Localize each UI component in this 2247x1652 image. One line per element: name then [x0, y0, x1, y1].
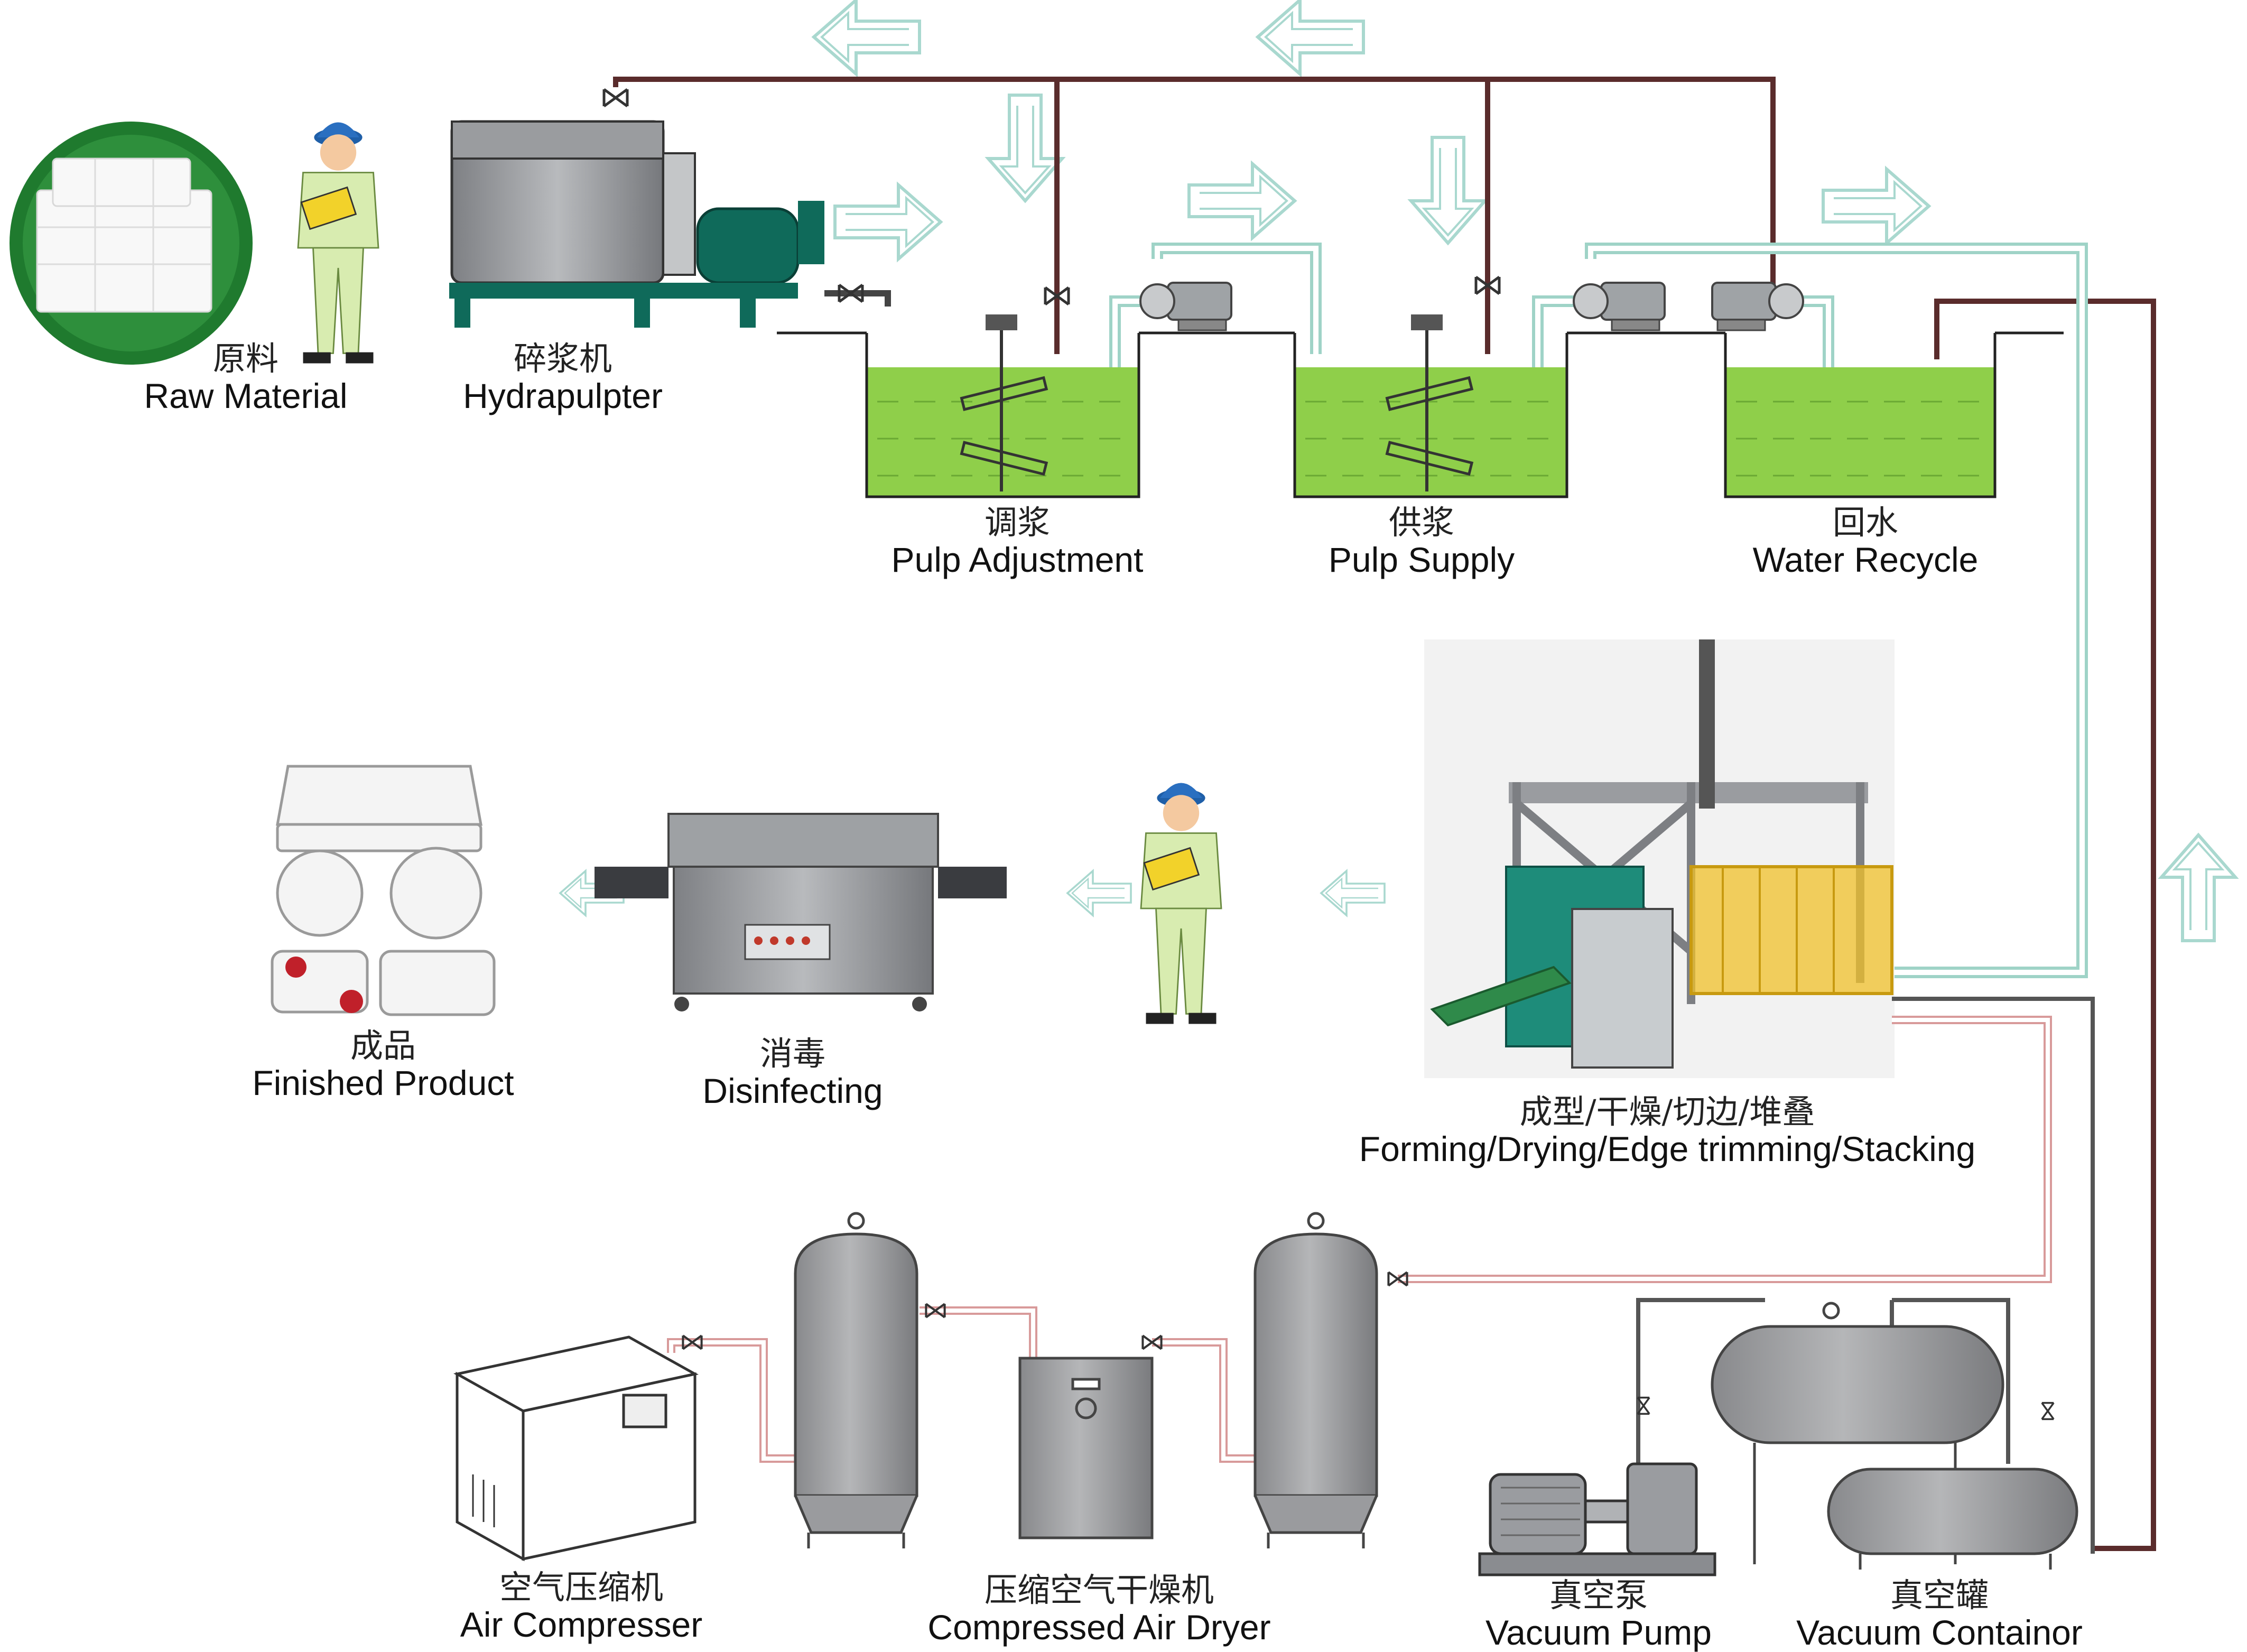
- vacuum-pump-label: 真空泵 Vacuum Pump: [1466, 1577, 1731, 1652]
- raw-material-label-cn: 原料: [212, 339, 278, 378]
- recycle-pump-icon: [1711, 282, 1804, 331]
- vacuum-pump-label-en: Vacuum Pump: [1485, 1613, 1712, 1652]
- pulp-supply-label: 供浆 Pulp Supply: [1289, 503, 1554, 580]
- flow-arrow-up: [2161, 835, 2235, 941]
- finished-product-label: 成品 Finished Product: [225, 1026, 542, 1103]
- flow-arrow-right: [1823, 169, 1929, 243]
- valve-icon: [604, 89, 627, 106]
- valve-icon: [2041, 1402, 2055, 1421]
- worker-icon: [297, 122, 379, 364]
- raw-material-label-en: Raw Material: [144, 376, 348, 416]
- forming-label-en: Forming/Drying/Edge trimming/Stacking: [1359, 1129, 1976, 1169]
- water-recycle-label-en: Water Recycle: [1752, 540, 1979, 580]
- flow-arrow-left: [1320, 870, 1386, 916]
- forming-label-cn: 成型/干燥/切边/堆叠: [1519, 1092, 1815, 1131]
- finished-product-label-cn: 成品: [350, 1026, 416, 1065]
- vacuum-container-label-cn: 真空罐: [1890, 1576, 1989, 1614]
- disinfecting-machine: [595, 813, 1007, 1011]
- compressed-air-pipe-core: [669, 1018, 2050, 1461]
- finished-product-image: [271, 765, 496, 1016]
- pulp-pump-icon: [1139, 282, 1232, 331]
- disinfecting-label: 消毒 Disinfecting: [661, 1034, 925, 1111]
- vacuum-container-label-en: Vacuum Containor: [1796, 1613, 2083, 1652]
- flow-arrow-right: [835, 185, 941, 259]
- hydrapulper-machine: [449, 120, 891, 328]
- air-receiver-tank: [1254, 1212, 1378, 1548]
- pulp-supply-label-en: Pulp Supply: [1328, 540, 1515, 580]
- air-compresser-label: 空气压缩机 Air Compresser: [423, 1568, 740, 1645]
- raw-material-label: 原料 Raw Material: [114, 339, 378, 416]
- flow-arrow-left: [1066, 870, 1132, 916]
- flow-arrow-right: [1189, 164, 1295, 238]
- air-compressor-machine: [453, 1335, 699, 1562]
- pulp-adjustment-label-cn: 调浆: [984, 503, 1050, 542]
- hydrapulpter-label-en: Hydrapulpter: [463, 376, 663, 416]
- vacuum-pump-machine: [1478, 1462, 1716, 1576]
- pulp-pump-icon: [1573, 282, 1666, 331]
- water-recycle-label: 回水 Water Recycle: [1733, 503, 1998, 580]
- disinfecting-label-cn: 消毒: [759, 1034, 825, 1073]
- flow-arrow-left: [1258, 0, 1363, 74]
- pulp-supply-label-cn: 供浆: [1388, 503, 1454, 542]
- flow-arrow-down: [1411, 137, 1485, 243]
- finished-product-label-en: Finished Product: [252, 1063, 514, 1103]
- vacuum-container-label: 真空罐 Vacuum Containor: [1760, 1577, 2119, 1652]
- worker-icon: [1140, 782, 1222, 1025]
- pulp-adjustment-tank: [865, 314, 1140, 498]
- pulp-adjustment-label: 调浆 Pulp Adjustment: [859, 503, 1176, 580]
- raw-material-image: [10, 122, 253, 365]
- water-recycle-tank: [1724, 333, 1997, 498]
- vacuum-pump-label-cn: 真空泵: [1549, 1576, 1648, 1614]
- air-receiver-tank: [794, 1212, 918, 1548]
- air-dryer-machine: [1018, 1357, 1154, 1539]
- air-compresser-label-en: Air Compresser: [460, 1605, 703, 1645]
- air-dryer-label-cn: 压缩空气干燥机: [984, 1571, 1214, 1609]
- flow-arrow-down: [988, 95, 1062, 201]
- flow-arrow-left: [814, 0, 920, 74]
- air-dryer-label-en: Compressed Air Dryer: [927, 1608, 1271, 1647]
- hydrapulpter-label: 碎浆机 Hydrapulpter: [431, 339, 695, 416]
- forming-machine-image: [1424, 639, 1895, 1078]
- vacuum-container-tank: [1711, 1302, 2078, 1570]
- air-dryer-label: 压缩空气干燥机 Compressed Air Dryer: [888, 1572, 1311, 1647]
- water-recycle-label-cn: 回水: [1832, 503, 1898, 542]
- disinfecting-label-en: Disinfecting: [702, 1071, 883, 1111]
- water-return-pipe: [613, 77, 2156, 1551]
- hydrapulpter-label-cn: 碎浆机: [513, 339, 612, 378]
- pulp-adjustment-label-en: Pulp Adjustment: [891, 540, 1144, 580]
- forming-label: 成型/干燥/切边/堆叠 Forming/Drying/Edge trimming…: [1311, 1092, 2024, 1169]
- air-compresser-label-cn: 空气压缩机: [499, 1568, 663, 1607]
- pulp-supply-tank: [1293, 314, 1568, 498]
